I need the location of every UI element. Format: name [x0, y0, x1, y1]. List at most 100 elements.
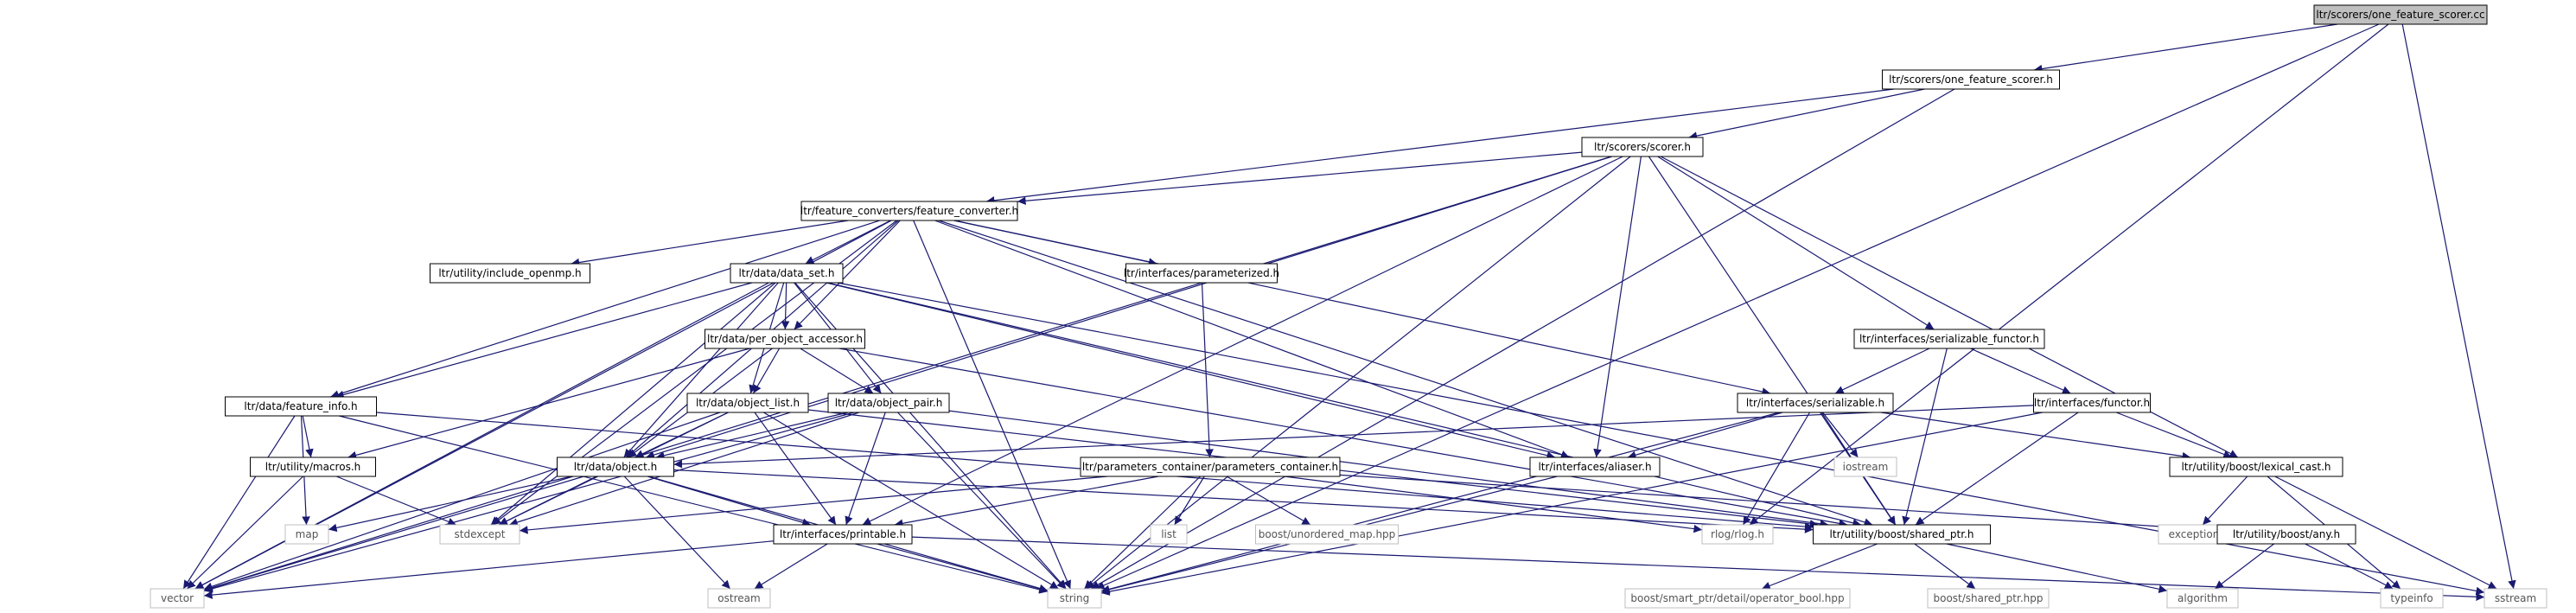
node-label: typeinfo: [2390, 592, 2433, 604]
edge-dataset-to-finfo: [335, 282, 753, 399]
node-aliaser[interactable]: ltr/interfaces/aliaser.h: [1529, 457, 1661, 477]
edge-lexcast-to-exception: [2202, 476, 2248, 526]
edge-serial-to-aliaser: [1627, 412, 1783, 459]
edge-serial-to-string: [1100, 412, 1780, 593]
node-box: [439, 524, 520, 545]
edge-serfunctor-to-serial: [1834, 348, 1930, 394]
node-box: [430, 263, 590, 284]
edge-param-to-pcont: [1201, 282, 1214, 458]
node-label: ltr/interfaces/printable.h: [780, 528, 906, 540]
node-scorer[interactable]: ltr/scorers/scorer.h: [1581, 137, 1704, 157]
node-typeinfo: typeinfo: [2380, 588, 2444, 609]
node-ofs_h[interactable]: ltr/scorers/one_feature_scorer.h: [1882, 69, 2060, 90]
node-label: ltr/utility/macros.h: [265, 461, 361, 473]
dependency-edges: [182, 23, 2516, 602]
node-functor[interactable]: ltr/interfaces/functor.h: [2033, 393, 2151, 413]
node-label: ltr/utility/boost/any.h: [2233, 528, 2340, 540]
node-label: iostream: [1843, 461, 1889, 473]
node-printable[interactable]: ltr/interfaces/printable.h: [773, 524, 913, 545]
node-olist[interactable]: ltr/data/object_list.h: [686, 393, 809, 413]
node-any[interactable]: ltr/utility/boost/any.h: [2216, 524, 2356, 545]
node-sharedptr[interactable]: ltr/utility/boost/shared_ptr.h: [1813, 524, 1991, 545]
edge-dataset-to-poa: [781, 282, 790, 330]
node-param[interactable]: ltr/interfaces/parameterized.h: [1124, 263, 1279, 284]
edge-ofs_h-to-fconv: [985, 88, 1895, 205]
node-object[interactable]: ltr/data/object.h: [557, 457, 674, 477]
node-box: [1813, 524, 1991, 545]
node-ostream: ostream: [707, 588, 771, 609]
edge-opair-to-vector: [203, 412, 855, 593]
node-box: [1047, 588, 1102, 609]
node-box: [730, 263, 844, 284]
edge-any-to-algorithm: [2215, 543, 2274, 590]
node-label: algorithm: [2177, 592, 2228, 604]
edge-opair-to-printable: [845, 412, 886, 526]
edge-pcont-to-stdexcept: [519, 476, 1107, 534]
node-opair[interactable]: ltr/data/object_pair.h: [827, 393, 950, 413]
node-label: rlog/rlog.h: [1711, 528, 1764, 540]
node-box: [1255, 524, 1399, 545]
edge-fconv-to-poa: [794, 220, 901, 330]
edge-fconv-to-sharedptr: [938, 220, 1873, 527]
node-serfunctor[interactable]: ltr/interfaces/serializable_functor.h: [1853, 329, 2045, 349]
edge-any-to-typeinfo: [2305, 543, 2394, 590]
edge-pcont-to-list: [1174, 476, 1205, 526]
node-box: [1927, 588, 2050, 609]
edge-root-to-rlog: [1749, 23, 2389, 526]
node-box: [1737, 393, 1894, 413]
node-label: list: [1161, 528, 1176, 540]
node-lexcast[interactable]: ltr/utility/boost/lexical_cast.h: [2169, 457, 2343, 477]
node-sstream: sstream: [2484, 588, 2547, 609]
edge-dataset-to-aliaser: [826, 282, 1556, 460]
edge-root-to-ofs_h: [2033, 23, 2338, 73]
edge-poa-to-sharedptr: [838, 348, 1848, 528]
edge-finfo-to-string: [339, 415, 1049, 594]
node-pcont[interactable]: ltr/parameters_container/parameters_cont…: [1080, 457, 1341, 477]
node-box: [250, 457, 376, 477]
node-macros[interactable]: ltr/utility/macros.h: [250, 457, 376, 477]
node-box: [686, 393, 809, 413]
edge-serial-to-rlog: [1742, 412, 1811, 526]
node-box: [1701, 524, 1774, 545]
node-label: ltr/scorers/one_feature_scorer.cc: [2316, 9, 2484, 21]
edge-scorer-to-string: [1086, 156, 1631, 590]
node-root[interactable]: ltr/scorers/one_feature_scorer.cc: [2313, 4, 2488, 25]
node-list: list: [1150, 524, 1188, 545]
node-box: [1529, 457, 1661, 477]
edge-poa-to-macros: [348, 348, 750, 460]
node-label: stdexcept: [455, 528, 506, 540]
node-label: ltr/data/object.h: [574, 461, 658, 473]
node-finfo[interactable]: ltr/data/feature_info.h: [225, 396, 377, 417]
edge-functor-to-sharedptr: [1915, 412, 2079, 526]
node-label: ltr/interfaces/functor.h: [2034, 397, 2150, 409]
edge-dataset-to-sharedptr: [826, 282, 1862, 527]
node-fconv[interactable]: ltr/feature_converters/feature_converter…: [800, 201, 1018, 221]
node-box: [2169, 457, 2343, 477]
file-nodes: ltr/scorers/one_feature_scorer.cc ltr/sco…: [150, 4, 2547, 609]
node-openmp[interactable]: ltr/utility/include_openmp.h: [430, 263, 590, 284]
node-box: [827, 393, 950, 413]
node-box: [707, 588, 771, 609]
edge-object-to-printable: [647, 476, 812, 527]
edge-macros-to-vector: [186, 476, 304, 590]
node-label: boost/smart_ptr/detail/operator_bool.hpp: [1630, 592, 1844, 604]
node-box: [2380, 588, 2444, 609]
edge-finfo-to-macros: [302, 415, 314, 458]
edge-scorer-to-printable: [862, 156, 1623, 526]
node-vector: vector: [150, 588, 205, 609]
node-box: [225, 396, 377, 417]
node-dataset[interactable]: ltr/data/data_set.h: [730, 263, 844, 284]
node-box: [1882, 69, 2060, 90]
node-label: ltr/interfaces/parameterized.h: [1124, 267, 1279, 279]
node-label: ltr/scorers/one_feature_scorer.h: [1889, 73, 2053, 86]
node-label: ltr/data/object_list.h: [696, 397, 800, 409]
edge-serfunctor-to-functor: [1970, 348, 2071, 394]
node-label: ltr/scorers/scorer.h: [1594, 141, 1691, 153]
edge-poa-to-opair: [800, 348, 874, 394]
node-label: ostream: [717, 592, 760, 604]
node-poa[interactable]: ltr/data/per_object_accessor.h: [705, 329, 865, 349]
edge-pcont-to-umap: [1226, 476, 1311, 526]
node-serial[interactable]: ltr/interfaces/serializable.h: [1737, 393, 1894, 413]
edge-functor-to-object: [673, 405, 2034, 469]
